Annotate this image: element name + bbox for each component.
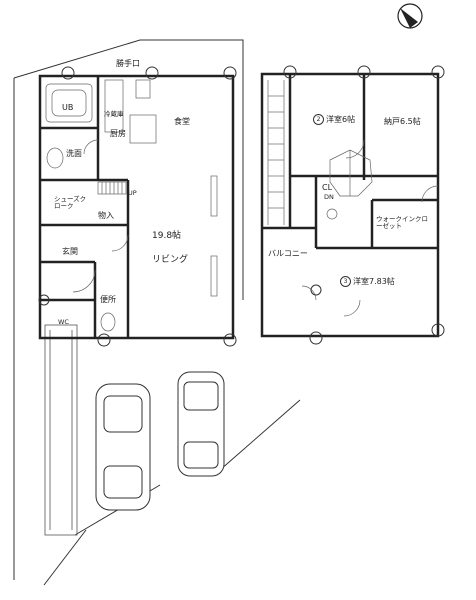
- floor1-walls: [38, 74, 235, 340]
- bedroom1-number: 2: [313, 114, 324, 125]
- wc-tag: WC: [58, 318, 69, 326]
- up-label: UP: [128, 189, 137, 197]
- floor2-details: [267, 80, 439, 317]
- balcony-label: バルコニー: [268, 249, 308, 258]
- floor2-walls: [260, 72, 440, 338]
- floor2-columns: [283, 65, 445, 345]
- back-door-label: 勝手口: [116, 59, 140, 68]
- dining-label: 食堂: [174, 117, 190, 126]
- shoe-closet-label: シューズクローク: [54, 195, 87, 210]
- living-area-label: 19.8帖: [152, 231, 182, 241]
- toilet-label: 便所: [100, 295, 116, 304]
- bedroom2-number: 3: [340, 276, 351, 287]
- entrance-label: 玄関: [62, 247, 78, 256]
- living-label: リビング: [152, 255, 189, 265]
- closet-label: CL: [322, 183, 333, 192]
- parked-car-2: [177, 371, 225, 477]
- walkin-label: ウォークインクローゼット: [376, 215, 428, 230]
- bedroom1-text: 洋室6帖: [326, 115, 356, 124]
- floor1-columns: [38, 66, 237, 347]
- bath-label: UB: [62, 103, 74, 112]
- storeroom-label: 納戸6.5帖: [384, 117, 421, 126]
- fridge-label: 冷蔵庫: [104, 110, 124, 118]
- paving-strip: [44, 324, 78, 536]
- compass-north-icon: [397, 3, 423, 29]
- bedroom2-text: 洋室7.83帖: [353, 277, 395, 286]
- storage-label: 物入: [98, 211, 114, 220]
- kitchen-label: 厨房: [110, 129, 126, 138]
- floor1-details: [45, 79, 218, 332]
- dn-label: DN: [324, 193, 334, 201]
- washroom-label: 洗面: [66, 149, 82, 158]
- parked-car-1: [95, 383, 151, 511]
